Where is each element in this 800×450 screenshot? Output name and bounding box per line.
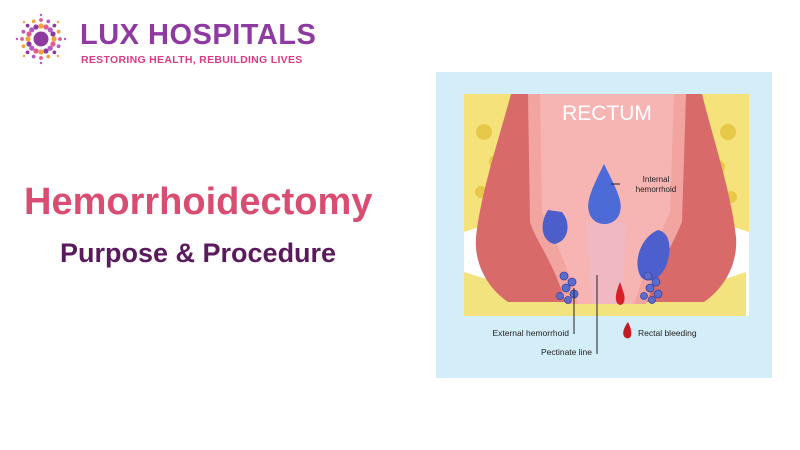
external-hemorrhoid-cluster-left — [556, 271, 579, 304]
label-pectinate-line: Pectinate line — [541, 347, 592, 357]
label-internal-hemorrhoid-2: hemorrhoid — [636, 185, 676, 194]
anal-canal — [586, 222, 626, 304]
blood-drop-icon — [615, 282, 625, 305]
external-hemorrhoid-cluster-right — [640, 271, 663, 304]
rectal-bleeding-icon — [623, 322, 632, 339]
hemorrhoid-left — [542, 210, 568, 244]
page-title: Hemorrhoidectomy — [24, 181, 373, 223]
brand-tagline: RESTORING HEALTH, REBUILDING LIVES — [81, 54, 303, 66]
rectum-illustration: RECTUM Internal hemorrhoid External hemo… — [464, 94, 749, 357]
label-internal-hemorrhoid-1: Internal — [643, 175, 670, 184]
brand-name: LUX HOSPITALS — [80, 19, 317, 51]
brand-logo[interactable]: LUX HOSPITALS RESTORING HEALTH, REBUILDI… — [14, 12, 317, 68]
diagram-title: RECTUM — [562, 102, 652, 125]
label-external-hemorrhoid: External hemorrhoid — [492, 328, 569, 338]
page-subtitle: Purpose & Procedure — [60, 238, 337, 268]
label-rectal-bleeding: Rectal bleeding — [638, 328, 697, 338]
lux-logo-icon — [15, 13, 67, 65]
rectum-anatomy-figure: RECTUM Internal hemorrhoid External hemo… — [436, 72, 772, 378]
label-leaders — [573, 183, 620, 354]
hemorrhoid-right — [637, 230, 670, 281]
internal-hemorrhoid — [588, 164, 621, 224]
